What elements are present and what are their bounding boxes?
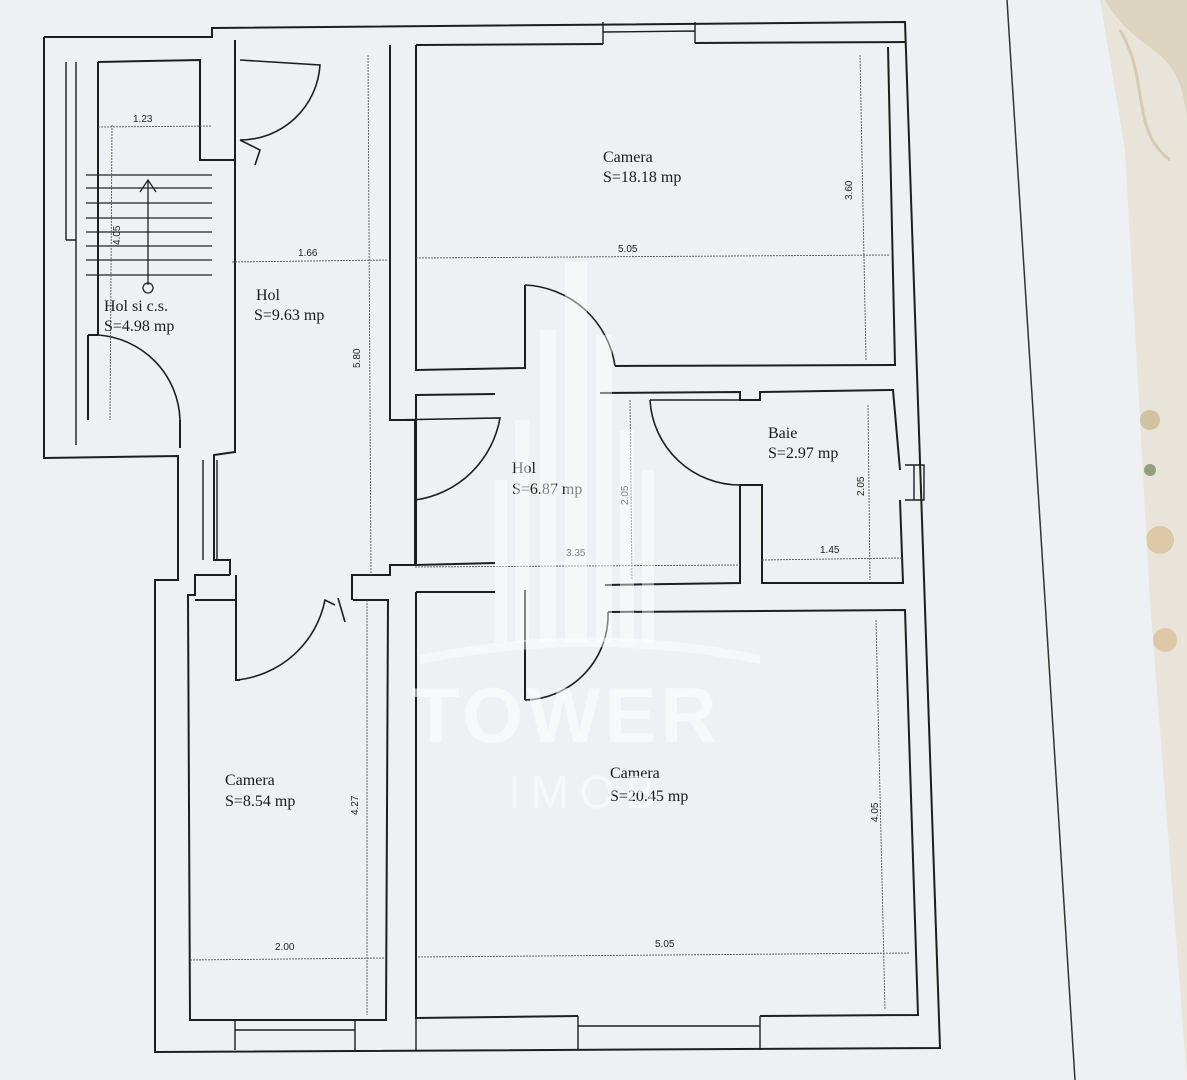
watermark-brand: TOWER — [412, 671, 721, 759]
room-baie: Baie S=2.97 mp — [768, 425, 838, 462]
page-border — [1006, 0, 1076, 1080]
dimension-lines — [97, 54, 911, 1015]
room-name: Hol — [256, 287, 281, 304]
room-area: S=18.18 mp — [603, 169, 681, 186]
dim-4-27: 4.27 — [350, 795, 361, 815]
watermark-logo-icon — [420, 262, 760, 664]
staircase — [86, 174, 212, 294]
dim-5-05-top: 5.05 — [618, 244, 638, 255]
room-hol-main: Hol S=9.63 mp — [254, 287, 324, 324]
room-name: Hol — [512, 460, 537, 477]
room-hol-center: Hol S=6.87 mp — [512, 460, 582, 498]
wall-inner-lines — [65, 22, 925, 1050]
dim-1-66: 1.66 — [298, 248, 318, 259]
dim-3-35: 3.35 — [566, 548, 586, 559]
dim-4-05-stair: 4.05 — [112, 225, 123, 245]
dim-5-80: 5.80 — [352, 348, 363, 368]
room-area: S=6.87 mp — [512, 481, 582, 498]
room-camera-big: Camera S=20.45 mp — [610, 765, 688, 805]
room-name: Hol si c.s. — [104, 298, 168, 315]
dim-5-05-bottom: 5.05 — [655, 939, 675, 950]
room-area: S=4.98 mp — [104, 318, 174, 335]
dim-2-00: 2.00 — [275, 942, 295, 953]
room-name: Baie — [768, 425, 797, 442]
dim-3-60: 3.60 — [844, 180, 855, 200]
door-swings — [97, 59, 741, 701]
room-area: S=2.97 mp — [768, 445, 838, 462]
room-area: S=8.54 mp — [225, 793, 295, 810]
room-name: Camera — [610, 765, 660, 782]
dim-1-23: 1.23 — [133, 114, 153, 125]
watermark: TOWER IMOB — [412, 262, 760, 818]
wallpaper-pattern — [1105, 0, 1187, 652]
dimension-labels: 1.23 4.05 1.66 5.80 5.05 3.60 2.05 3.35 … — [112, 114, 881, 953]
dim-1-45: 1.45 — [820, 545, 840, 556]
room-camera-left: Camera S=8.54 mp — [225, 772, 295, 810]
room-area: S=20.45 mp — [610, 788, 688, 805]
room-area: S=9.63 mp — [254, 307, 324, 324]
room-hol-cs: Hol si c.s. S=4.98 mp — [104, 298, 174, 335]
room-name: Camera — [225, 772, 275, 789]
dim-2-05-baie: 2.05 — [856, 476, 867, 496]
dim-2-05-hol: 2.05 — [620, 485, 631, 505]
room-name: Camera — [603, 149, 653, 166]
dim-4-05-big: 4.05 — [870, 802, 881, 822]
watermark-sub: IMOB — [508, 766, 666, 818]
room-labels: Hol si c.s. S=4.98 mp Hol S=9.63 mp Came… — [104, 149, 838, 810]
room-camera-top: Camera S=18.18 mp — [603, 149, 681, 186]
